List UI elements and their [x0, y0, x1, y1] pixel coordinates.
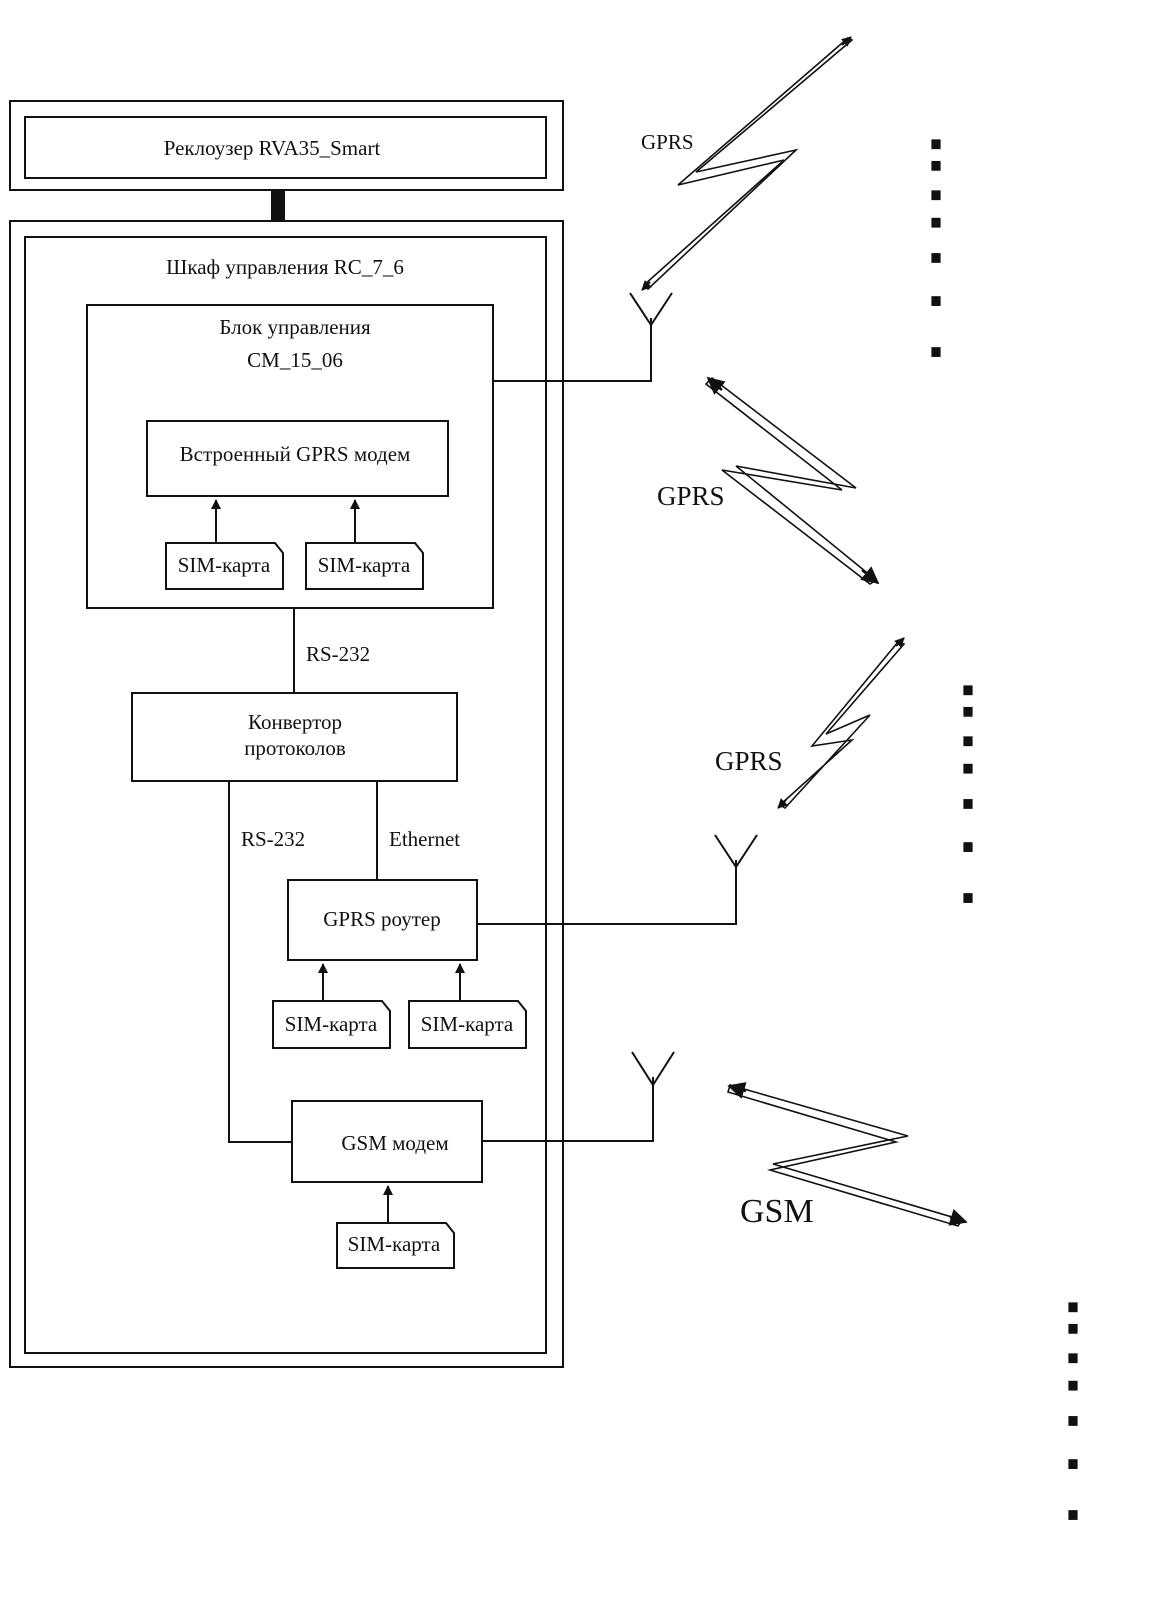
sim-card-label: SIM-карта — [318, 553, 411, 577]
builtin-gprs-modem: Встроенный GPRS модем — [146, 420, 449, 497]
rs232-top-label: RS-232 — [306, 642, 370, 666]
control-cabinet: Шкаф управления RC_7_6 — [9, 220, 564, 1368]
sim-card: SIM-карта — [305, 542, 424, 590]
sim-card-label: SIM-карта — [348, 1232, 441, 1256]
antenna-icon — [629, 292, 673, 326]
sim-card: SIM-карта — [272, 1000, 391, 1049]
wireless-label: GSM — [740, 1193, 814, 1230]
gsm-modem: GSM модем — [291, 1100, 483, 1183]
converter-label-line2: протоколов — [244, 736, 346, 760]
ethernet-label: Ethernet — [389, 827, 460, 851]
converter-label-line1: Конвертор — [248, 710, 342, 734]
sim-card-label: SIM-карта — [421, 1012, 514, 1036]
antenna-feed-line — [482, 1077, 654, 1142]
router-label: GPRS роутер — [323, 907, 440, 931]
recloser-box: Реклоузер RVA35_Smart — [9, 100, 564, 191]
wireless-link-gsm: GSM — [727, 1082, 968, 1230]
rs232-link — [228, 781, 292, 1143]
sim-card: SIM-карта — [408, 1000, 527, 1049]
wireless-label: GPRS — [715, 746, 783, 776]
gsm-modem-label: GSM модем — [341, 1131, 448, 1155]
wireless-link-gprs: GPRS — [657, 376, 880, 585]
wireless-link-gprs: GPRS — [715, 637, 906, 810]
wireless-label: GPRS — [657, 481, 725, 511]
recloser-label: Реклоузер RVA35_Smart — [164, 136, 381, 160]
antenna-feed-line — [477, 860, 737, 925]
gprs-router: GPRS роутер — [287, 879, 478, 961]
sim-card: SIM-карта — [165, 542, 284, 590]
antenna-icon — [714, 834, 758, 868]
sim-card-label: SIM-карта — [178, 553, 271, 577]
antenna-feed-line — [493, 318, 652, 382]
builtin-modem-label: Встроенный GPRS модем — [180, 442, 411, 466]
cell-tower-icon — [1010, 1181, 1136, 1580]
wireless-label: GPRS — [641, 130, 694, 154]
sim-card: SIM-карта — [336, 1222, 455, 1269]
wireless-link-gprs: GPRS — [641, 36, 854, 291]
control-unit-label-line2: CM_15_06 — [247, 348, 343, 372]
recloser-cabinet-connector — [271, 190, 285, 220]
cell-tower-icon — [873, 18, 999, 417]
rs232-left-label: RS-232 — [241, 827, 305, 851]
antenna-icon — [631, 1051, 675, 1086]
sim-card-label: SIM-карта — [285, 1012, 378, 1036]
cabinet-label: Шкаф управления RC_7_6 — [166, 255, 404, 279]
protocol-converter: Конвертор протоколов — [131, 692, 458, 782]
cell-tower-icon — [905, 564, 1031, 963]
control-unit-label-line1: Блок управления — [219, 315, 371, 339]
